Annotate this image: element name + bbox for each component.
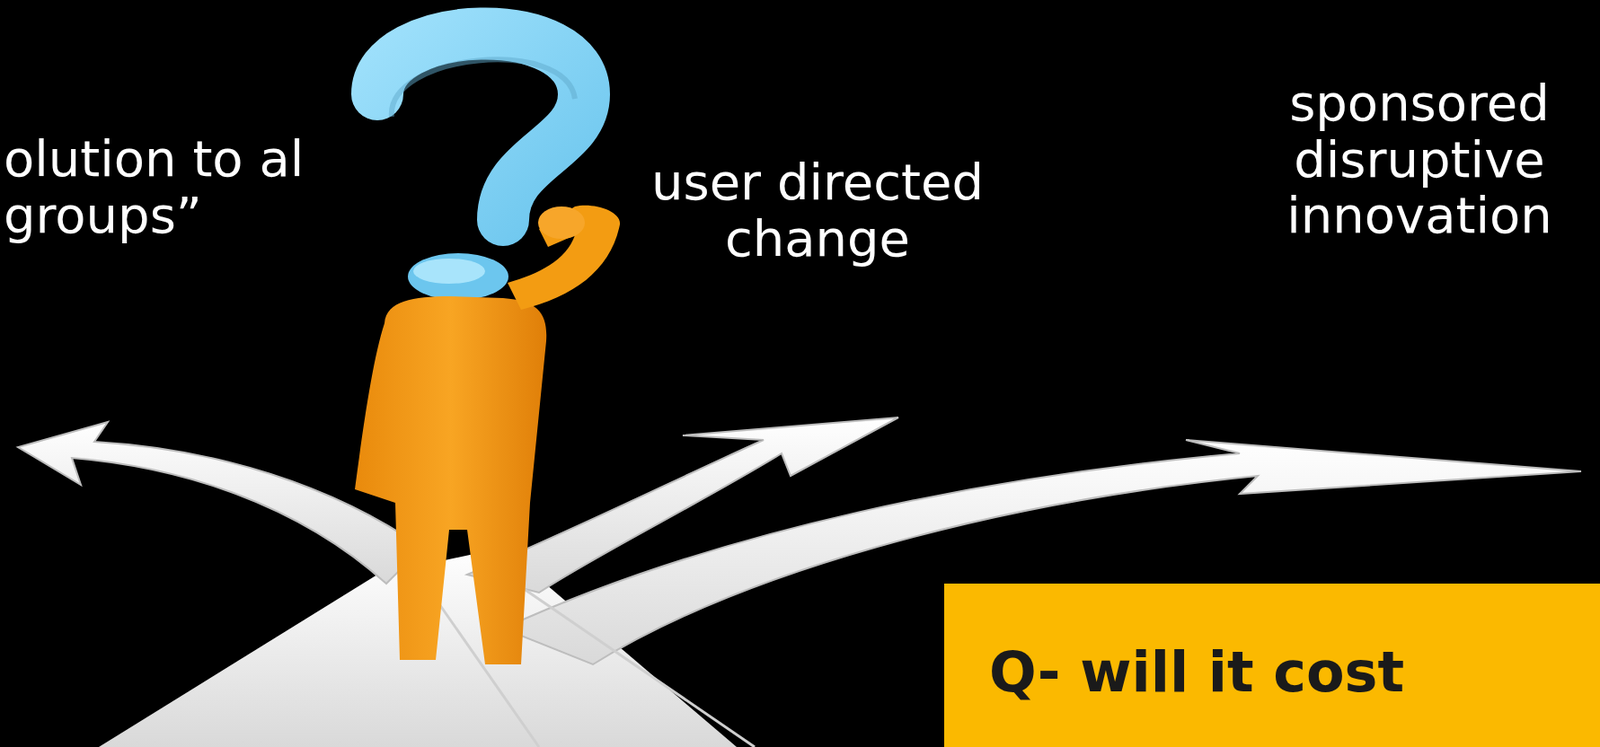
thinking-figure xyxy=(354,33,620,665)
road-arrows xyxy=(17,417,1582,747)
path-label: user directed change xyxy=(592,154,1043,267)
path-label: sponsored disruptive innovation xyxy=(1248,75,1591,245)
question-box: Q- will it cost xyxy=(944,583,1600,747)
question-text: Q- will it cost xyxy=(989,639,1405,706)
cut-off-label: olution to al groups” xyxy=(3,131,345,244)
